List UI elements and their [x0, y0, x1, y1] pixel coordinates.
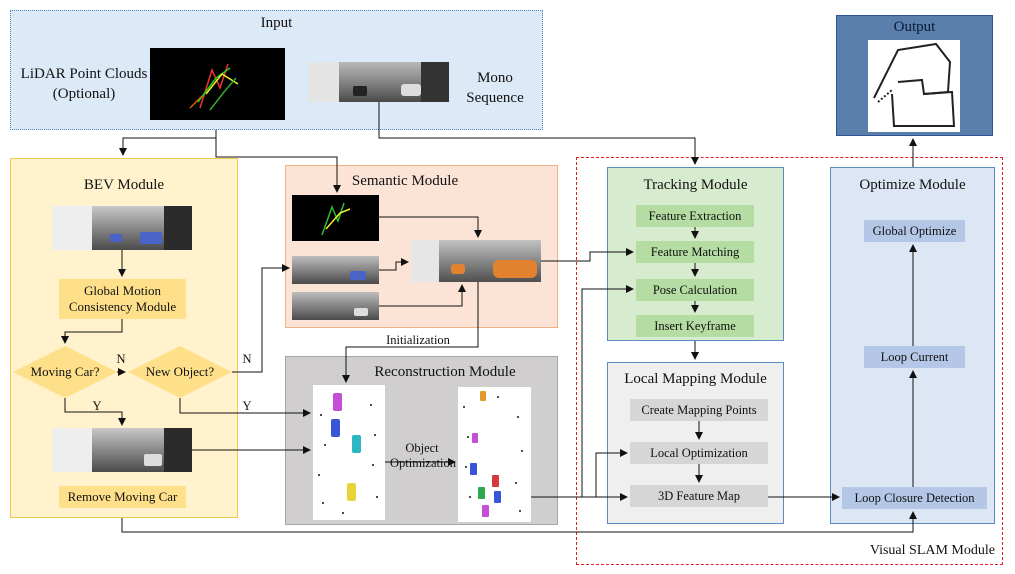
feature-matching-step: Feature Matching [636, 241, 754, 263]
reconstruction-module-title: Reconstruction Module [374, 364, 516, 380]
mono-sequence-image [309, 62, 449, 102]
edge-label-n-new: N [242, 352, 252, 366]
create-mapping-points-step: Create Mapping Points [630, 399, 768, 421]
input-to-bev-line [119, 130, 217, 156]
reconstruction-after-image [458, 387, 531, 522]
mono-label-line2: Sequence [466, 90, 524, 106]
insert-keyframe-step: Insert Keyframe [636, 315, 754, 337]
global-optimize-step: Global Optimize [864, 220, 965, 242]
new-object-no-line [232, 264, 290, 373]
semantic-frame1-to-seg-line [379, 258, 409, 271]
loop-current-step: Loop Current [864, 346, 965, 368]
semantic-frame-2-image [292, 292, 379, 320]
new-object-label: New Object? [145, 364, 215, 379]
object-optimization-label: Object Optimization [390, 441, 456, 471]
mono-label-line1: Mono [477, 70, 513, 86]
remove-car-to-loop-closure-line [121, 511, 917, 533]
mono-to-tracking-line [378, 102, 699, 165]
moving-car-label: Moving Car? [30, 364, 100, 379]
edge-label-y-moving: Y [92, 399, 102, 413]
seg-to-feature-matching-line [541, 248, 634, 262]
global-motion-line2: Consistency Module [68, 299, 177, 314]
semantic-frame-1-image [292, 256, 379, 284]
remove-moving-car-step: Remove Moving Car [59, 486, 186, 508]
recon-to-pose-line [581, 285, 634, 497]
local-optimization-step: Local Optimization [630, 442, 768, 464]
semantic-frame2-to-seg-line [379, 284, 466, 307]
3d-feature-map-step: 3D Feature Map [630, 485, 768, 507]
loop-closure-detection-step: Loop Closure Detection [842, 487, 987, 509]
global-to-moving-car-line [61, 319, 123, 344]
edge-label-y-new: Y [242, 399, 252, 413]
semantic-lidar-image [292, 195, 379, 241]
semantic-lidar-to-seg-line [379, 216, 482, 238]
lidar-label-line2: (Optional) [52, 86, 116, 102]
lidar-point-cloud-image [150, 48, 285, 120]
reconstruction-before-image [313, 385, 385, 520]
bev-output-image [52, 428, 192, 472]
object-optimization-line2: Optimization [390, 456, 456, 470]
bev-module-title: BEV Module [83, 177, 165, 193]
visual-slam-module-border [576, 157, 1003, 565]
moving-car-diamond [13, 346, 117, 398]
tracking-module-title: Tracking Module [643, 177, 748, 193]
bev-input-image [52, 206, 192, 250]
lidar-to-semantic-line [215, 130, 341, 193]
input-title: Input [260, 15, 293, 31]
local-mapping-module-title: Local Mapping Module [624, 371, 767, 387]
edge-label-n-moving: N [116, 352, 126, 366]
new-object-yes-line [179, 398, 311, 417]
output-title: Output [893, 19, 936, 35]
semantic-module-title: Semantic Module [351, 173, 459, 189]
output-map-image [868, 40, 960, 132]
recon-to-local-opt-line [595, 449, 628, 497]
semantic-segmented-image [411, 240, 541, 282]
initialization-label: Initialization [386, 333, 450, 347]
global-motion-consistency-step: Global Motion Consistency Module [59, 279, 186, 319]
lidar-label: LiDAR Point Clouds (Optional) [14, 64, 154, 104]
optimize-module-title: Optimize Module [859, 177, 966, 193]
lidar-label-line1: LiDAR Point Clouds [20, 66, 148, 82]
pose-calculation-step: Pose Calculation [636, 279, 754, 301]
moving-car-yes-line [64, 398, 126, 426]
new-object-diamond [128, 346, 232, 398]
mono-label: Mono Sequence [460, 68, 530, 108]
feature-extraction-step: Feature Extraction [636, 205, 754, 227]
initialization-line [342, 282, 479, 383]
visual-slam-module-label: Visual SLAM Module [869, 543, 995, 558]
global-motion-line1: Global Motion [84, 283, 161, 299]
object-optimization-line1: Object [405, 441, 439, 455]
